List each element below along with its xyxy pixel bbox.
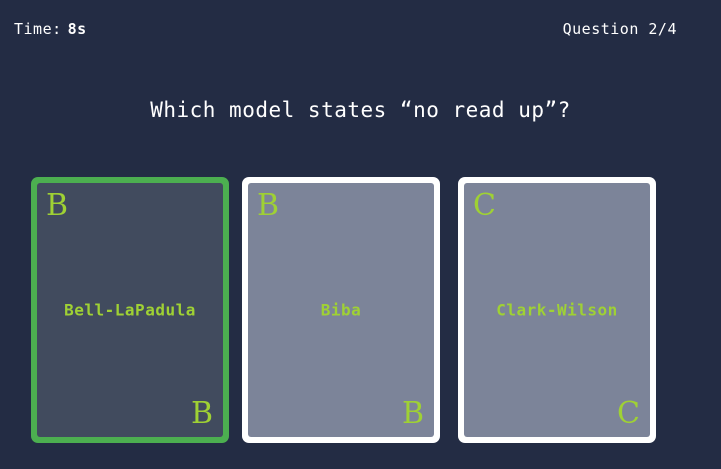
card-face: C Clark-Wilson C	[464, 183, 650, 437]
answer-card-row: B Bell-LaPadula B B Biba B C Clark-Wilso…	[31, 177, 663, 449]
card-pip-top-left-icon: C	[473, 188, 496, 223]
card-pip-bottom-right-icon: B	[401, 396, 424, 431]
answer-card-clark-wilson[interactable]: C Clark-Wilson C	[458, 177, 656, 443]
card-face: B Biba B	[248, 183, 434, 437]
question-text: Which model states “no read up”?	[150, 98, 571, 122]
card-label: Clark-Wilson	[496, 300, 618, 320]
card-label: Biba	[320, 300, 362, 320]
timer-label: Time:	[14, 20, 62, 38]
card-face: B Bell-LaPadula B	[37, 183, 223, 437]
timer: Time: 8s	[14, 20, 87, 38]
answer-card-biba[interactable]: B Biba B	[242, 177, 440, 443]
card-label: Bell-LaPadula	[64, 300, 196, 320]
question-progress: Question 2/4	[562, 20, 677, 38]
timer-value: 8s	[67, 20, 87, 38]
answer-card-bell-lapadula[interactable]: B Bell-LaPadula B	[31, 177, 229, 443]
card-pip-bottom-right-icon: C	[617, 396, 640, 431]
card-pip-top-left-icon: B	[257, 188, 280, 223]
card-pip-top-left-icon: B	[46, 188, 69, 223]
card-pip-bottom-right-icon: B	[190, 396, 213, 431]
